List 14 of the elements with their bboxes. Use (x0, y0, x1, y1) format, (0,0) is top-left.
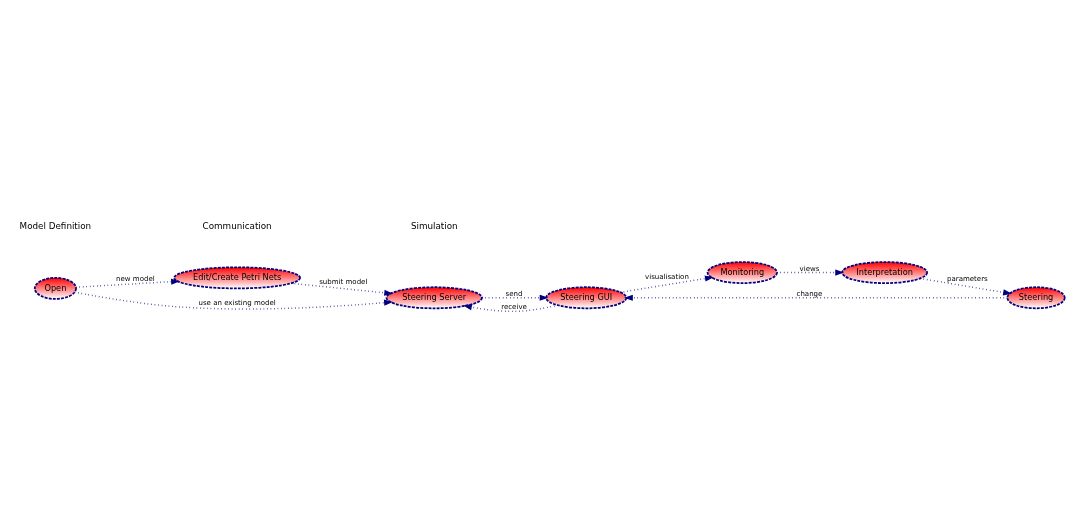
arrow (776, 269, 845, 276)
node-ellipse: Open (33, 276, 77, 300)
label: Model Definition (19, 220, 92, 231)
arrow (619, 275, 714, 293)
arrow (919, 277, 1012, 295)
arrow (463, 303, 559, 312)
node-ellipse: Edit/Create Petri Nets (173, 265, 301, 289)
node-ellipse: Steering (1006, 285, 1066, 309)
label: Communication (202, 220, 272, 231)
node-ellipse: Steering GUI (545, 285, 628, 309)
label: Simulation (410, 220, 458, 231)
arrow (75, 278, 180, 288)
arrow (290, 282, 394, 296)
node-ellipse: Interpretation (841, 260, 928, 284)
